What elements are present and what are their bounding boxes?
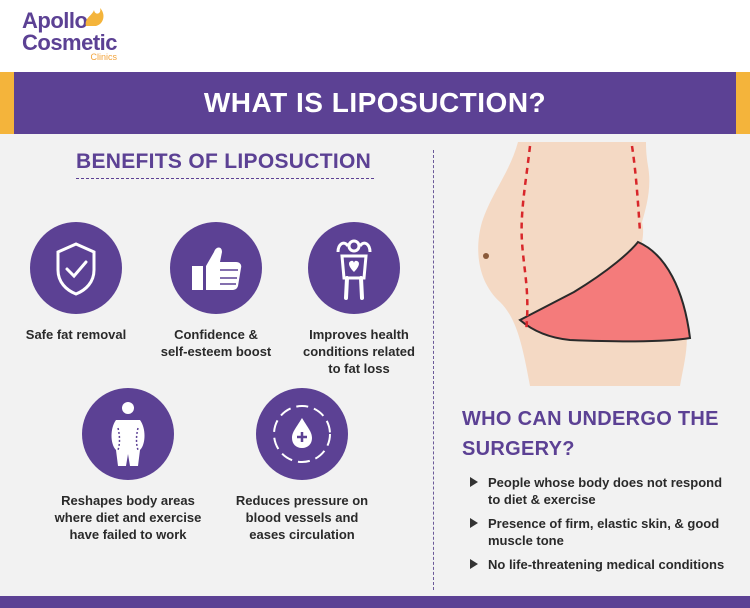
benefits-heading-underline: [76, 178, 374, 179]
healthy-person-heart-icon: [336, 239, 372, 300]
benefit-safe-fat-removal-badge: [30, 222, 122, 314]
bullet-line: Presence of firm, elastic skin, & good: [488, 516, 720, 531]
torso-illustration: [478, 142, 692, 386]
body-reshape-icon: [111, 402, 145, 466]
bullet-triangle-icon: [470, 477, 478, 487]
thumbs-up-icon: [192, 247, 242, 290]
benefit-label-line: have failed to work: [69, 527, 187, 542]
logo-line2: Cosmetic: [22, 30, 118, 55]
benefit-label: Improves health conditions related to fa…: [288, 326, 430, 377]
title-accent-left: [0, 72, 14, 134]
benefit-label: Reduces pressure on blood vessels and ea…: [228, 492, 376, 543]
header: Apollo Cosmetic Clinics: [0, 0, 750, 72]
benefit-label-line: Improves health: [309, 327, 409, 342]
title-bar: WHAT IS LIPOSUCTION?: [0, 72, 750, 134]
benefit-label-line: eases circulation: [249, 527, 355, 542]
bullet-text: No life-threatening medical conditions: [488, 556, 732, 573]
page-title: WHAT IS LIPOSUCTION?: [203, 87, 547, 118]
benefit-label-line: to fat loss: [328, 361, 390, 376]
section-divider: [433, 150, 434, 590]
benefit-reshape-badge: [82, 388, 174, 480]
apollo-cosmetic-logo[interactable]: Apollo Cosmetic Clinics: [22, 8, 118, 62]
benefit-label-line: blood vessels and: [245, 510, 359, 525]
benefit-label: Reshapes body areas where diet and exerc…: [46, 492, 210, 543]
footer-bar: [0, 596, 750, 608]
benefit-label: Safe fat removal: [10, 326, 142, 343]
benefit-label-line: self-esteem boost: [160, 344, 272, 359]
benefit-label-line: where diet and exercise: [54, 510, 202, 525]
benefit-label-line: Safe fat removal: [25, 327, 127, 342]
flame-icon: [85, 8, 104, 26]
benefit-label-line: Confidence &: [174, 327, 258, 342]
logo-line3: Clinics: [90, 52, 118, 62]
bullet-line: muscle tone: [488, 533, 564, 548]
bullet-line: to diet & exercise: [488, 492, 596, 507]
benefits-heading: BENEFITS OF LIPOSUCTION: [76, 150, 372, 173]
benefit-health-badge: [308, 222, 400, 314]
benefit-label: Confidence & self-esteem boost: [146, 326, 286, 360]
benefit-label-line: Reshapes body areas: [61, 493, 195, 508]
bullet-triangle-icon: [470, 518, 478, 528]
benefit-label-line: Reduces pressure on: [235, 493, 369, 508]
blood-drop-circulation-icon: [273, 405, 331, 463]
benefit-confidence-badge: [170, 222, 262, 314]
title-accent-right: [736, 72, 750, 134]
bullet-line: People whose body does not respond: [488, 475, 723, 490]
benefit-label-line: conditions related: [303, 344, 415, 359]
benefit-circulation-badge: [256, 388, 348, 480]
bullet-line: No life-threatening medical conditions: [488, 557, 725, 572]
bullet-triangle-icon: [470, 559, 478, 569]
shield-check-icon: [56, 242, 96, 296]
bullet-text: People whose body does not respond to di…: [488, 474, 732, 508]
logo-line1: Apollo: [22, 8, 88, 33]
who-heading: WHO CAN UNDERGO THE SURGERY?: [462, 408, 719, 460]
bullet-text: Presence of firm, elastic skin, & good m…: [488, 515, 732, 549]
